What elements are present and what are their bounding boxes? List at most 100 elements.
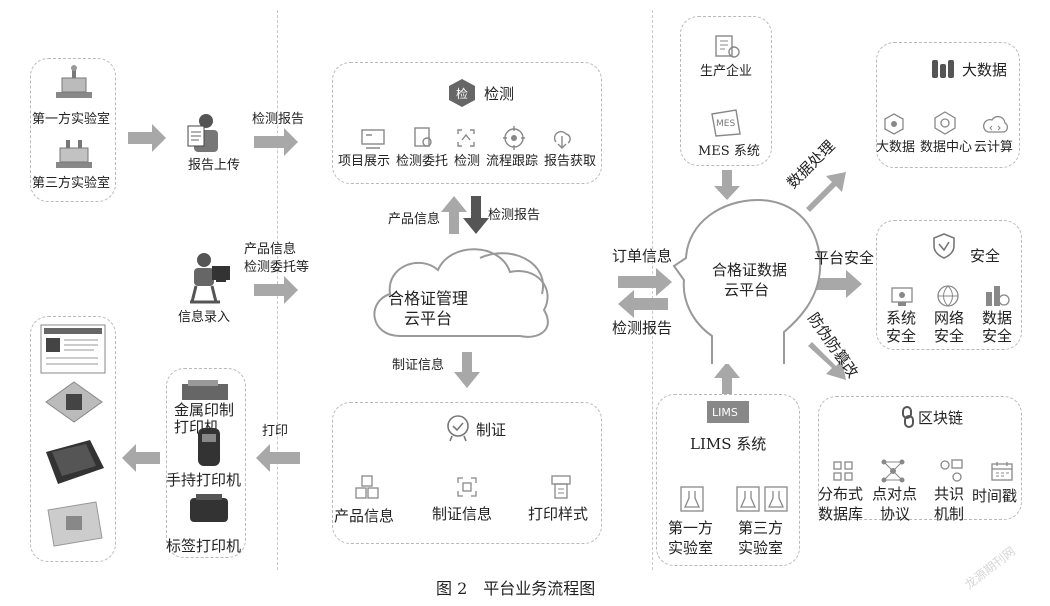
security-item-data-1: 数据 <box>982 309 1013 327</box>
person-computer-icon <box>190 253 230 304</box>
label-printer-icon <box>190 494 228 522</box>
arrow-labs-to-upload <box>128 124 166 152</box>
p2p-network-icon <box>881 459 905 483</box>
lab-equipment-icon-2 <box>56 140 92 168</box>
inspect-item-tracking: 流程跟踪 <box>486 154 539 169</box>
report-upload-label: 报告上传 <box>188 158 241 173</box>
bigdata-title: 大数据 <box>962 61 1008 79</box>
cert-item-product-info: 产品信息 <box>334 507 395 525</box>
arrow-head-to-bigdata <box>806 172 846 212</box>
lab-third-label: 第三方实验室 <box>32 176 111 191</box>
lab-flask-icon-2 <box>736 486 760 512</box>
chip-label-icon <box>46 440 104 484</box>
lab-flask-icon-1 <box>680 486 704 512</box>
product-cubes-icon <box>355 475 379 499</box>
arrow-down-report <box>463 196 489 234</box>
person-report-icon <box>187 114 218 152</box>
datacenter-network-icon <box>934 111 956 135</box>
network-globe-icon <box>937 285 959 307</box>
security-item-system-2: 安全 <box>886 327 917 345</box>
lab-equipment-icon <box>56 65 92 98</box>
security-title: 安全 <box>970 247 1001 265</box>
cert-badge-icon <box>447 415 469 442</box>
report-back-label: 检测报告 <box>612 319 673 337</box>
lims-badge-icon <box>707 401 749 423</box>
head-profile-shape <box>672 198 822 364</box>
lab-flask-icon-3 <box>764 486 788 512</box>
factory-icon <box>715 35 740 58</box>
handheld-printer-label: 手持打印机 <box>166 471 242 489</box>
inspect-scan-icon <box>457 129 475 147</box>
blockchain-title: 区块链 <box>918 409 964 427</box>
separator-right <box>652 10 653 570</box>
arrow-head-to-blockchain <box>808 342 846 380</box>
arrow-entry-to-cloud <box>254 276 298 304</box>
chain-link-icon <box>902 406 914 428</box>
platform-security-label: 平台安全 <box>814 249 875 267</box>
mes-icon <box>711 109 741 137</box>
blockchain-item-p2p-2: 协议 <box>880 505 911 523</box>
blockchain-item-consensus-1: 共识 <box>934 485 965 503</box>
mes-system-label: MES 系统 <box>698 144 760 159</box>
metal-plate-icon <box>47 501 103 547</box>
cloud-shape <box>373 248 549 338</box>
certificate-label-icon <box>40 324 106 374</box>
security-item-network-2: 安全 <box>934 327 965 345</box>
cloud-title-1: 合格证管理 <box>388 289 469 308</box>
inspect-item-commission: 检测委托 <box>396 154 449 169</box>
blockchain-item-timestamp: 时间戳 <box>972 487 1018 505</box>
info-entry-label: 信息录入 <box>178 310 231 325</box>
security-box <box>876 220 1022 350</box>
arrow-up-inspect <box>441 196 467 234</box>
arrow-cloud-to-cert <box>454 352 480 388</box>
bigdata-bars-icon <box>932 60 954 78</box>
label-printer-label: 标签打印机 <box>166 537 242 555</box>
cloud-title-2: 云平台 <box>404 309 453 328</box>
order-info-label: 订单信息 <box>612 247 673 265</box>
labs-box <box>30 58 116 202</box>
lims-system-label: LIMS 系统 <box>690 435 767 453</box>
consensus-icon <box>940 459 963 482</box>
down-arrow-report-label: 检测报告 <box>488 208 541 223</box>
print-arrow-label: 打印 <box>262 424 289 439</box>
process-tracking-icon <box>503 126 525 150</box>
lims-lab-third-1: 第三方 <box>738 519 784 537</box>
arrow-print-to-printers <box>256 444 300 472</box>
up-arrow-product-info-label: 产品信息 <box>388 212 441 227</box>
arrow-lims-to-head <box>714 362 740 396</box>
handheld-printer-icon <box>198 428 220 466</box>
blockchain-item-distributed-1: 分布式 <box>818 485 864 503</box>
producer-label: 生产企业 <box>700 64 753 79</box>
distributed-db-icon <box>833 461 853 481</box>
lims-lab-first-2: 实验室 <box>668 539 714 557</box>
cert-info-arrow-label: 制证信息 <box>392 358 445 373</box>
lims-badge-text: LIMS <box>712 406 738 419</box>
inspect-item-project-display: 项目展示 <box>338 154 391 169</box>
report-arrow-label: 检测报告 <box>252 112 305 127</box>
arrow-head-to-security <box>812 270 862 298</box>
shield-icon <box>933 233 955 259</box>
cert-item-cert-info: 制证信息 <box>432 505 493 523</box>
arrow-upload-to-inspect <box>254 128 298 156</box>
figure-caption: 图 2 平台业务流程图 <box>436 579 596 598</box>
security-item-network-1: 网络 <box>934 309 965 327</box>
cert-title: 制证 <box>476 421 507 439</box>
inspect-commission-icon <box>414 127 432 147</box>
arrow-order-to-head <box>618 268 672 296</box>
cert-item-print-style: 打印样式 <box>528 505 589 523</box>
inspect-title: 检测 <box>484 85 515 103</box>
arrow-mes-to-head <box>714 170 740 200</box>
data-security-icon <box>986 286 1010 306</box>
project-display-icon <box>361 129 385 149</box>
head-title-1: 合格证数据 <box>712 261 788 279</box>
product-info-arrow-label: 产品信息 <box>244 242 297 257</box>
svg-text:检: 检 <box>456 86 468 101</box>
metal-printer-icon <box>182 380 228 400</box>
lab-first-label: 第一方实验室 <box>32 112 111 127</box>
security-item-system-1: 系统 <box>886 309 917 327</box>
arrow-head-to-report <box>618 290 668 318</box>
qr-tag-icon <box>45 381 103 423</box>
report-download-icon <box>553 130 571 149</box>
arrow-printers-to-labels <box>122 444 160 472</box>
bigdata-hex-icon <box>884 113 904 135</box>
